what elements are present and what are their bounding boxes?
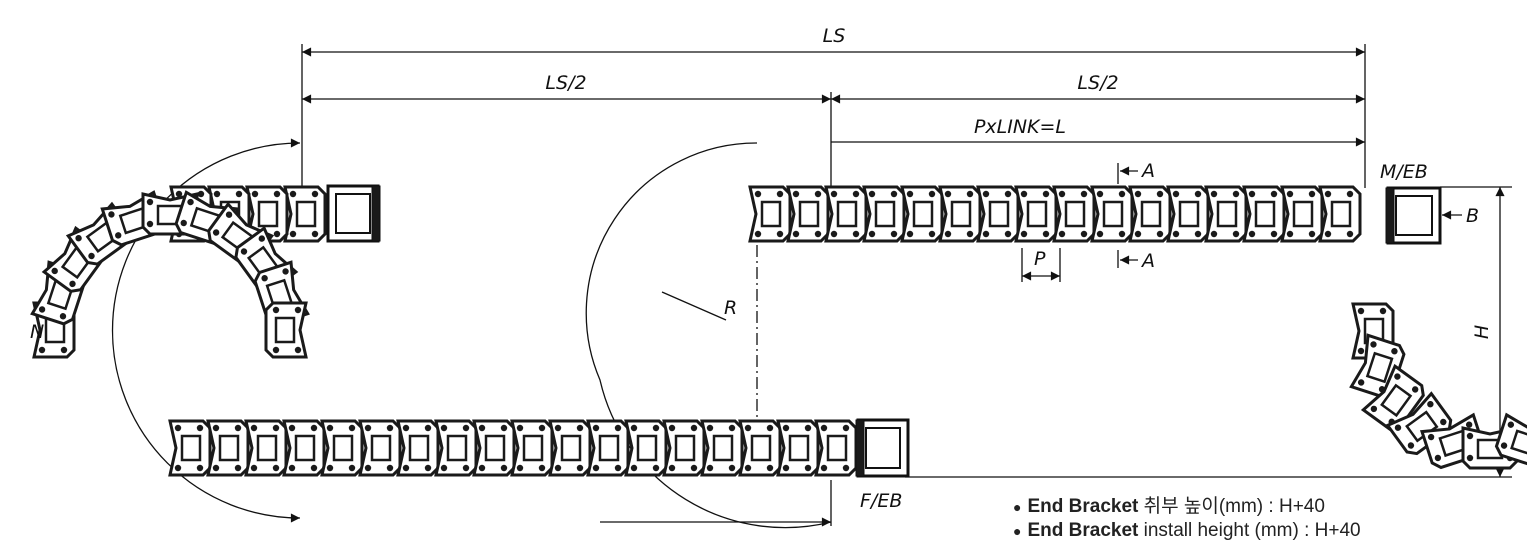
chain-link: [900, 185, 944, 243]
chain-link: [700, 419, 744, 477]
bullet-icon: ●: [1013, 523, 1022, 539]
end-bracket-feb: [855, 418, 910, 478]
note-korean-text: 취부 높이(mm) : H+40: [1138, 496, 1325, 517]
label-ls: LS: [823, 25, 846, 47]
chain-link: [786, 185, 830, 243]
chain-link: [1204, 185, 1248, 243]
note-english-strong: End Bracket: [1027, 520, 1139, 541]
note-korean: ● End Bracket 취부 높이(mm) : H+40: [1013, 495, 1361, 519]
chain-link: [862, 185, 906, 243]
chain-link: [1052, 185, 1096, 243]
chain-link: [662, 419, 706, 477]
chain-link: [264, 301, 308, 359]
middle-bend-arc: [585, 142, 832, 529]
dimension-labels: LS LS/2 LS/2 PxLINK=L M/EB F/EB A A B P …: [30, 25, 1493, 512]
chain-link: [434, 419, 478, 477]
label-height: H: [1471, 325, 1493, 339]
chain-link: [1280, 185, 1324, 243]
chain-link: [510, 419, 554, 477]
label-b: B: [1466, 205, 1479, 227]
chain-link: [1014, 185, 1058, 243]
chain-link: [168, 419, 212, 477]
label-section-a-bottom: A: [1140, 250, 1155, 272]
end-bracket-top-left: [326, 184, 381, 243]
chain-link: [1166, 185, 1210, 243]
chain-link: [776, 419, 820, 477]
dimension-lines: [111, 44, 1512, 529]
chain-link: [1128, 185, 1172, 243]
chain-link: [624, 419, 668, 477]
note-english-text: install height (mm) : H+40: [1138, 520, 1361, 541]
chain-link: [738, 419, 782, 477]
chain-link: [245, 185, 289, 243]
chain-link: [283, 185, 327, 243]
chain-link: [1090, 185, 1134, 243]
note-korean-strong: End Bracket: [1027, 496, 1139, 517]
radius-line: [661, 291, 727, 321]
end-bracket-meb: [1385, 186, 1442, 245]
chain-link: [396, 419, 440, 477]
chain-link: [976, 185, 1020, 243]
note-english: ● End Bracket install height (mm) : H+40: [1013, 519, 1361, 543]
label-feb: F/EB: [860, 490, 902, 512]
cable-chain: [30, 185, 1527, 477]
label-n: N: [30, 321, 44, 343]
chain-link: [282, 419, 326, 477]
chain-link: [814, 419, 858, 477]
chain-link: [206, 419, 250, 477]
bullet-icon: ●: [1013, 499, 1022, 515]
label-pitch: P: [1034, 248, 1046, 270]
chain-link: [586, 419, 630, 477]
label-ls-half-right: LS/2: [1077, 72, 1118, 94]
chain-link: [1318, 185, 1362, 243]
chain-link: [1242, 185, 1286, 243]
label-radius: R: [724, 297, 737, 319]
chain-link: [748, 185, 792, 243]
dim-n-arc: [111, 138, 301, 523]
chain-link: [472, 419, 516, 477]
chain-link: [938, 185, 982, 243]
label-meb: M/EB: [1380, 161, 1428, 183]
chain-link: [320, 419, 364, 477]
chain-link: [244, 419, 288, 477]
chain-link: [358, 419, 402, 477]
chain-link: [824, 185, 868, 243]
end-brackets: [326, 184, 1442, 478]
label-pxlink: PxLINK=L: [974, 116, 1066, 138]
label-ls-half-left: LS/2: [545, 72, 586, 94]
label-section-a-top: A: [1140, 160, 1155, 182]
chain-link: [548, 419, 592, 477]
notes: ● End Bracket 취부 높이(mm) : H+40 ● End Brack…: [1013, 495, 1361, 543]
